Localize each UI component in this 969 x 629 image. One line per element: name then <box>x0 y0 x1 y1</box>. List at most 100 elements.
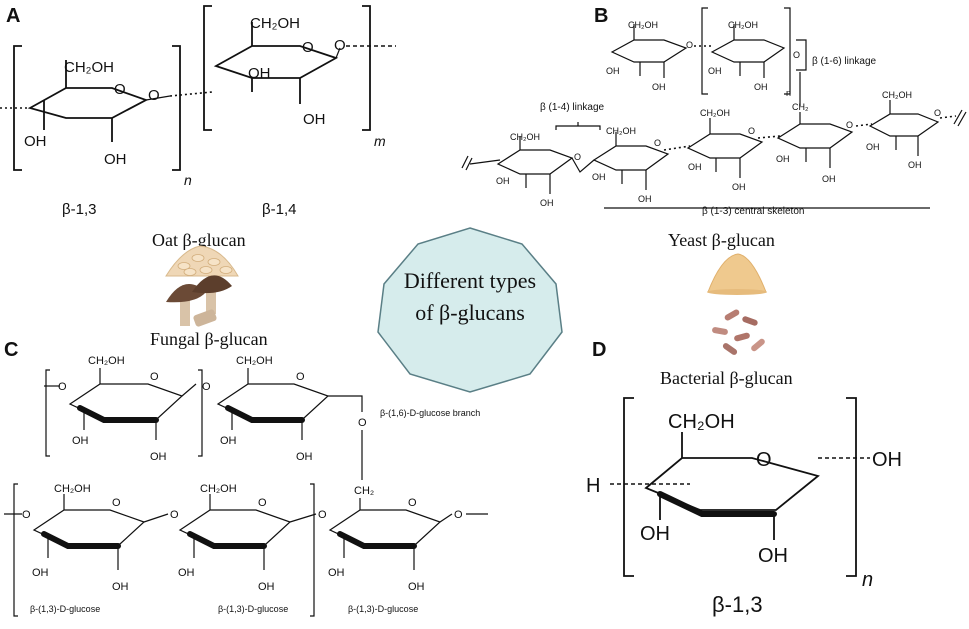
bridge-oxygen-label: O <box>934 108 941 118</box>
mushroom-icon <box>166 275 232 327</box>
hydroxyl-label: OH <box>220 435 237 447</box>
hydrogen-label: H <box>586 475 600 497</box>
hydroxyl-label: OH <box>758 545 788 567</box>
panel-d-letter: D <box>592 339 606 361</box>
glucose-ring <box>68 368 197 440</box>
bracket <box>13 483 18 617</box>
hydroxyl-label: OH <box>708 66 722 76</box>
ring-oxygen-label: O <box>150 371 159 383</box>
panel-c-letter: C <box>4 339 18 361</box>
hydroxyl-label: OH <box>866 142 880 152</box>
bridge-oxygen-label: O <box>318 509 327 521</box>
yeast-glucan-label: Yeast β-glucan <box>668 230 775 250</box>
hydroxyl-label: OH <box>652 82 666 92</box>
glucose-ring <box>610 24 688 78</box>
ch2oh-label: CH₂OH <box>88 355 125 367</box>
glucose-ring <box>868 100 940 156</box>
bracket <box>13 45 22 171</box>
ch2-label: CH₂ <box>792 102 809 112</box>
hydroxyl-label: OH <box>540 198 554 208</box>
hydroxyl-label: OH <box>638 194 652 204</box>
glycosidic-bond <box>469 159 501 165</box>
hydroxyl-label: OH <box>592 172 606 182</box>
ch2-label: CH₂ <box>354 485 374 497</box>
hydroxyl-label: OH <box>24 133 47 150</box>
hydroxyl-label: OH <box>72 435 89 447</box>
panel-c: C O CH₂OH O OH OH O CH₂OH O OH <box>4 339 488 617</box>
bacteria-icon <box>712 309 765 355</box>
hydroxyl-label: OH <box>732 182 746 192</box>
ch2oh-label: CH₂OH <box>668 411 735 433</box>
panel-a: A n CH₂OH O O OH OH m <box>0 5 396 349</box>
bracket <box>172 45 181 171</box>
octagon-shape <box>377 227 563 393</box>
hydroxyl-label: OH <box>606 66 620 76</box>
ch2oh-label: CH₂OH <box>236 355 273 367</box>
skeleton-label: β (1-3) central skeleton <box>702 206 804 217</box>
hydroxyl-label: OH <box>303 111 326 128</box>
beta-13-label: β-1,3 <box>62 201 96 218</box>
bracket <box>623 397 634 577</box>
chain-break <box>953 109 967 127</box>
glucose-ring <box>592 132 670 190</box>
bridge-oxygen-label: O <box>358 417 367 429</box>
bracket <box>203 5 212 131</box>
glycosidic-bond <box>939 115 957 119</box>
center-octagon: Different types of β-glucans <box>377 227 563 393</box>
bracket <box>701 7 708 95</box>
hydroxyl-label: OH <box>754 82 768 92</box>
ring-oxygen-label: O <box>793 50 800 60</box>
ring-oxygen-label: O <box>296 371 305 383</box>
ring-oxygen-label: O <box>112 497 121 509</box>
bracket <box>198 369 203 457</box>
bracket <box>784 7 791 95</box>
glycosidic-bond <box>169 91 213 97</box>
oat-glucan-label: Oat β-glucan <box>152 230 246 250</box>
ch2oh-label: CH₂OH <box>882 90 912 100</box>
glucose-ring <box>710 24 786 78</box>
glucose-ring <box>213 22 341 104</box>
ch2oh-label: CH₂OH <box>64 59 114 76</box>
hydroxyl-label: OH <box>408 581 425 593</box>
ch2oh-label: CH₂OH <box>728 20 758 30</box>
ring-oxygen-label: O <box>258 497 267 509</box>
bridge-oxygen-label: O <box>686 40 693 50</box>
linkage-brace <box>555 122 601 130</box>
ch2oh-label: CH₂OH <box>250 15 300 32</box>
bridge-oxygen-label: O <box>654 138 661 148</box>
glucose-ring <box>328 498 488 570</box>
bridge-oxygen-label: O <box>58 381 67 393</box>
glucose-ring <box>32 494 169 570</box>
hydroxyl-label: OH <box>258 581 275 593</box>
glucose-ring <box>776 112 854 168</box>
hydroxyl-label: OH <box>688 162 702 172</box>
ch2oh-label: CH₂OH <box>628 20 658 30</box>
bridge-oxygen-label: O <box>454 509 463 521</box>
bridge-oxygen-label: O <box>170 509 179 521</box>
bridge-oxygen-label: O <box>748 126 755 136</box>
bracket <box>846 397 857 577</box>
hydroxyl-label: OH <box>178 567 195 579</box>
hydroxyl-label: OH <box>328 567 345 579</box>
bracket <box>310 483 315 617</box>
chain-break <box>461 155 473 171</box>
beta-13-label: β-1,3 <box>712 592 763 617</box>
hydroxyl-label: OH <box>32 567 49 579</box>
yeast-powder-icon <box>707 253 767 295</box>
glycosidic-bond <box>757 135 781 139</box>
bridge-oxygen-label: O <box>334 37 346 54</box>
bracket <box>796 39 807 71</box>
beta-14-label: β-1,4 <box>262 201 296 218</box>
subscript-m: m <box>374 133 386 149</box>
ch2oh-label: CH₂OH <box>200 483 237 495</box>
glucose-label: β-(1,3)-D-glucose <box>30 604 100 614</box>
bridge-oxygen-label: O <box>846 120 853 130</box>
ch2oh-label: CH₂OH <box>606 126 636 136</box>
bacterial-glucan-label: Bacterial β-glucan <box>660 368 793 388</box>
panel-a-letter: A <box>6 5 20 27</box>
hydroxyl-label: OH <box>248 65 271 82</box>
glucose-ring <box>644 432 820 540</box>
glucose-label: β-(1,3)-D-glucose <box>348 604 418 614</box>
ch2oh-label: CH₂OH <box>510 132 540 142</box>
panel-b: B CH₂OH OH OH O n CH₂OH OH OH O β (1-6) … <box>461 5 967 388</box>
